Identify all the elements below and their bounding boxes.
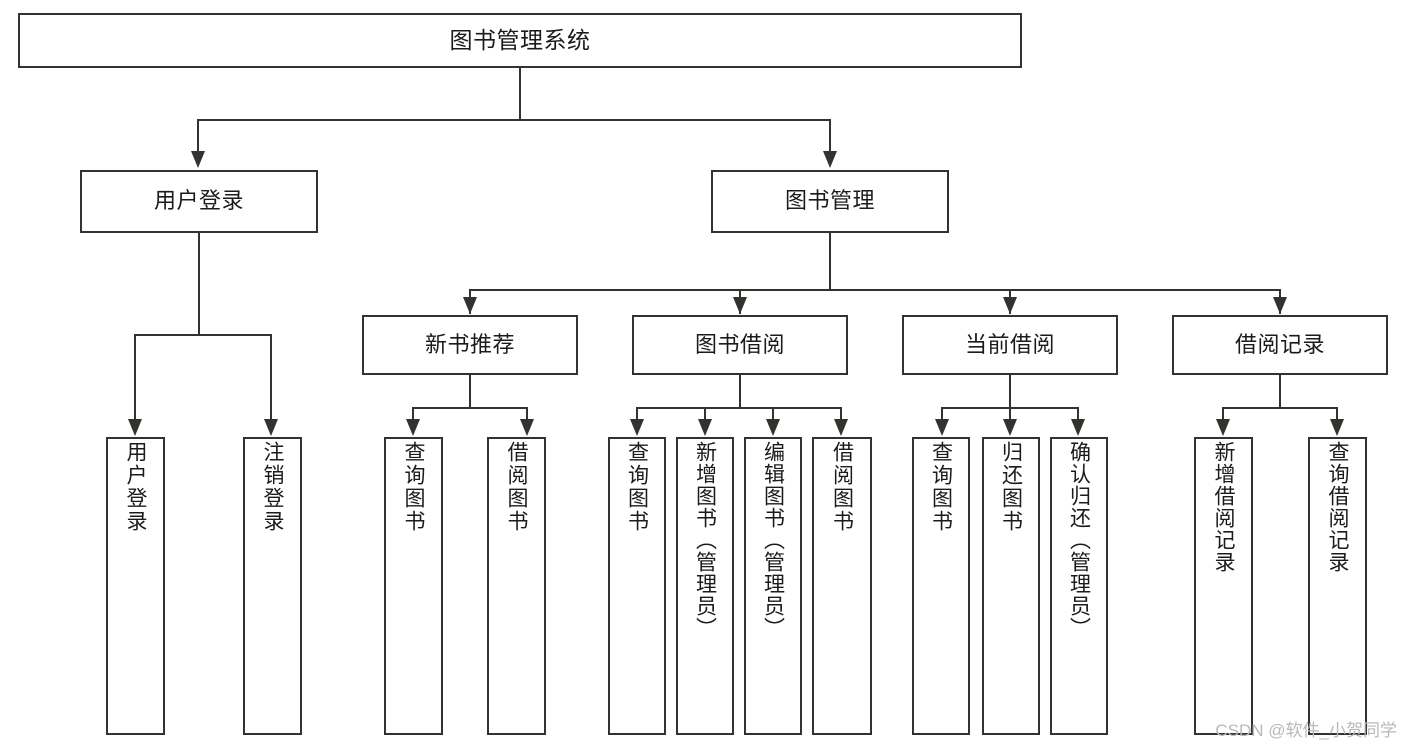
arrowhead-leaf-return-book bbox=[1003, 419, 1017, 436]
node-label: 查询图书 bbox=[929, 441, 953, 533]
arrowhead-leaf-confirm-return bbox=[1071, 419, 1085, 436]
connector-root-stem bbox=[519, 68, 521, 120]
node-leaf-borrow-book-2[interactable]: 借阅图书 bbox=[812, 437, 872, 735]
arrowhead-leaf-add-book bbox=[698, 419, 712, 436]
connector-drop-leaf-query-record bbox=[1336, 407, 1338, 420]
node-borrow-record[interactable]: 借阅记录 bbox=[1172, 315, 1388, 375]
connector-book-manage-stem bbox=[829, 233, 831, 290]
connector-drop-leaf-logout-login bbox=[270, 334, 272, 420]
connector-drop-leaf-user-login bbox=[134, 334, 136, 420]
connector-drop-book-manage bbox=[829, 119, 831, 152]
node-label: 借阅图书 bbox=[505, 441, 528, 533]
node-leaf-borrow-book-1[interactable]: 借阅图书 bbox=[487, 437, 546, 735]
connector-drop-leaf-borrow-book-1 bbox=[526, 407, 528, 420]
arrowhead-leaf-borrow-book-1 bbox=[520, 419, 534, 436]
arrowhead-new-book-recommend bbox=[463, 297, 477, 314]
arrowhead-leaf-query-book-1 bbox=[406, 419, 420, 436]
node-leaf-return-book[interactable]: 归还图书 bbox=[982, 437, 1040, 735]
node-label: 借阅图书 bbox=[830, 441, 854, 533]
node-label: 用户登录 bbox=[124, 441, 147, 533]
node-root-book-management-system[interactable]: 图书管理系统 bbox=[18, 13, 1022, 68]
arrowhead-leaf-query-record bbox=[1330, 419, 1344, 436]
node-book-management[interactable]: 图书管理 bbox=[711, 170, 949, 233]
arrowhead-leaf-edit-book bbox=[766, 419, 780, 436]
arrowhead-current-borrow bbox=[1003, 297, 1017, 314]
node-label: 注销登录 bbox=[261, 441, 284, 533]
node-label: 新增图书（管理员） bbox=[693, 441, 717, 639]
connector-drop-user-login bbox=[197, 119, 199, 152]
node-leaf-query-book-3[interactable]: 查询图书 bbox=[912, 437, 970, 735]
connector-user-login-stem bbox=[198, 233, 200, 335]
node-leaf-user-login[interactable]: 用户登录 bbox=[106, 437, 165, 735]
connector-level3-bus bbox=[469, 289, 1281, 291]
node-leaf-add-record[interactable]: 新增借阅记录 bbox=[1194, 437, 1253, 735]
connector-level2-bus bbox=[197, 119, 831, 121]
arrowhead-book-borrow bbox=[733, 297, 747, 314]
node-leaf-query-book-2[interactable]: 查询图书 bbox=[608, 437, 666, 735]
connector-drop-leaf-return-book bbox=[1009, 407, 1011, 420]
node-label: 查询图书 bbox=[402, 441, 425, 533]
node-label: 图书管理 bbox=[784, 188, 875, 214]
connector-new-book-recommend-bus bbox=[412, 407, 528, 409]
node-leaf-edit-book[interactable]: 编辑图书（管理员） bbox=[744, 437, 802, 735]
arrowhead-leaf-user-login bbox=[128, 419, 142, 436]
watermark-text: CSDN @软件_小贺同学 bbox=[1215, 721, 1397, 740]
node-label: 确认归还（管理员） bbox=[1067, 441, 1091, 639]
node-label: 归还图书 bbox=[999, 441, 1023, 533]
arrowhead-leaf-query-book-2 bbox=[630, 419, 644, 436]
arrowhead-leaf-add-record bbox=[1216, 419, 1230, 436]
connector-drop-leaf-add-record bbox=[1222, 407, 1224, 420]
node-label: 图书管理系统 bbox=[449, 26, 591, 53]
node-leaf-confirm-return[interactable]: 确认归还（管理员） bbox=[1050, 437, 1108, 735]
connector-book-borrow-bus bbox=[636, 407, 842, 409]
connector-drop-leaf-borrow-book-2 bbox=[840, 407, 842, 420]
connector-user-login-bus bbox=[134, 334, 270, 336]
connector-borrow-record-stem bbox=[1279, 375, 1281, 408]
node-book-borrow[interactable]: 图书借阅 bbox=[632, 315, 848, 375]
connector-drop-leaf-query-book-1 bbox=[412, 407, 414, 420]
arrowhead-leaf-query-book-3 bbox=[935, 419, 949, 436]
node-label: 当前借阅 bbox=[964, 331, 1055, 357]
arrowhead-borrow-record bbox=[1273, 297, 1287, 314]
node-leaf-query-record[interactable]: 查询借阅记录 bbox=[1308, 437, 1367, 735]
connector-book-borrow-stem bbox=[739, 375, 741, 408]
connector-drop-leaf-confirm-return bbox=[1077, 407, 1079, 420]
connector-drop-leaf-edit-book bbox=[772, 407, 774, 420]
node-label: 新增借阅记录 bbox=[1212, 441, 1235, 573]
connector-new-book-recommend-stem bbox=[469, 375, 471, 408]
node-leaf-query-book-1[interactable]: 查询图书 bbox=[384, 437, 443, 735]
node-leaf-add-book[interactable]: 新增图书（管理员） bbox=[676, 437, 734, 735]
arrowhead-book-manage bbox=[823, 151, 837, 168]
arrowhead-user-login bbox=[191, 151, 205, 168]
arrowhead-leaf-borrow-book-2 bbox=[834, 419, 848, 436]
node-label: 新书推荐 bbox=[424, 331, 515, 357]
node-user-login[interactable]: 用户登录 bbox=[80, 170, 318, 233]
connector-drop-leaf-query-book-2 bbox=[636, 407, 638, 420]
connector-current-borrow-stem bbox=[1009, 375, 1011, 408]
node-label: 查询借阅记录 bbox=[1326, 441, 1349, 573]
node-label: 借阅记录 bbox=[1234, 331, 1325, 357]
node-label: 图书借阅 bbox=[694, 331, 785, 357]
connector-drop-leaf-add-book bbox=[704, 407, 706, 420]
connector-drop-leaf-query-book-3 bbox=[941, 407, 943, 420]
node-label: 用户登录 bbox=[153, 188, 244, 214]
node-leaf-logout-login[interactable]: 注销登录 bbox=[243, 437, 302, 735]
node-label: 查询图书 bbox=[625, 441, 649, 533]
arrowhead-leaf-logout-login bbox=[264, 419, 278, 436]
connector-borrow-record-bus bbox=[1222, 407, 1338, 409]
node-current-borrow[interactable]: 当前借阅 bbox=[902, 315, 1118, 375]
node-new-book-recommend[interactable]: 新书推荐 bbox=[362, 315, 578, 375]
node-label: 编辑图书（管理员） bbox=[761, 441, 785, 639]
